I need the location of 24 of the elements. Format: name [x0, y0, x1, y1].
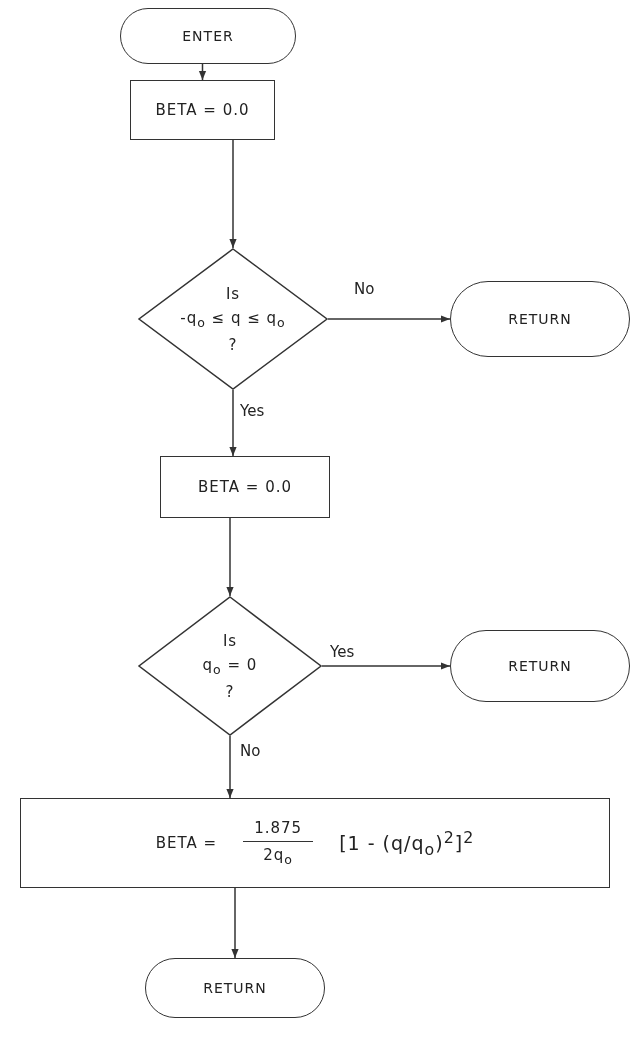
decision-text: -q$_{o}$ ≤ q ≤ q$_{o}$ [180, 308, 286, 330]
decision-text: Is [222, 631, 238, 650]
decision-text: Is [225, 284, 241, 303]
formula-text: BETA = [155, 834, 218, 852]
terminal-node: RETURN [145, 958, 325, 1018]
arrow [231, 887, 239, 959]
decision-text: ? [228, 335, 238, 354]
terminal-node: ENTER [120, 8, 296, 64]
arrow [198, 63, 207, 81]
arrow [226, 517, 234, 597]
terminal-node: RETURN [450, 630, 630, 702]
decision-text: ? [225, 682, 235, 701]
arrow [226, 735, 234, 799]
arrow [327, 315, 451, 323]
decision-text: q$_{o}$ = 0 [202, 655, 258, 677]
process-box: BETA = 0.0 [130, 80, 275, 140]
process-box: BETA = 0.0 [160, 456, 330, 518]
terminal-node: RETURN [450, 281, 630, 357]
arrow [321, 662, 451, 670]
denominator-text: 2q$_{o}$ [263, 846, 293, 867]
arrow [229, 139, 237, 249]
arrow [229, 389, 237, 457]
numerator-text: 1.875 [254, 819, 303, 837]
formula-text: [1 - (q/q$_{o}$)$^{2}$]$^{2}$ [339, 827, 475, 859]
